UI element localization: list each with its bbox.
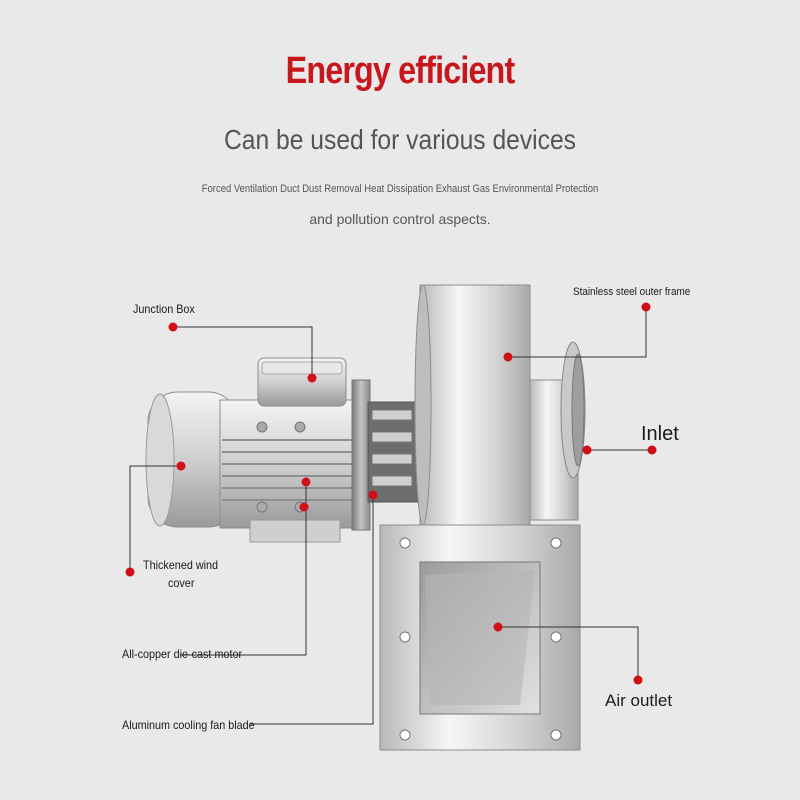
callout-wind-cover-line1: Thickened wind: [143, 558, 219, 572]
motor-body: [219, 399, 356, 543]
callout-fan-blade: Aluminum cooling fan blade: [122, 718, 255, 732]
callout-air-outlet: Air outlet: [605, 691, 673, 710]
junction-box: [257, 357, 347, 407]
description-line-1: Forced Ventilation Duct Dust Removal Hea…: [201, 183, 599, 195]
coupling-flange: [351, 379, 419, 531]
volute-housing: [414, 284, 586, 526]
page-subtitle: Can be used for various devices: [224, 124, 576, 155]
leader-lines: [129, 307, 652, 725]
page-title: Energy efficient: [285, 50, 516, 92]
outlet-flange: [379, 524, 581, 751]
callout-motor: All-copper die-cast motor: [122, 647, 243, 661]
callout-stainless-frame: Stainless steel outer frame: [573, 286, 691, 298]
callout-junction-box: Junction Box: [133, 302, 195, 316]
callout-wind-cover-line2: cover: [168, 576, 195, 590]
callout-inlet: Inlet: [641, 423, 679, 445]
marker-dots: [125, 302, 657, 685]
motor-end-cap: [145, 391, 239, 528]
description-line-2: and pollution control aspects.: [309, 211, 491, 227]
